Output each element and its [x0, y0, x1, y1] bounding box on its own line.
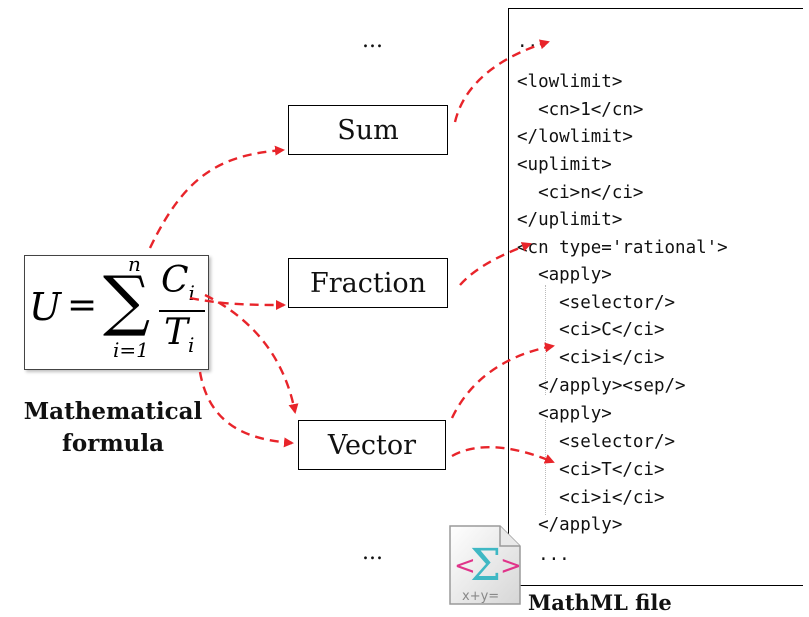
formula-equals: =	[67, 285, 98, 326]
ellipsis-bottom: ...	[362, 540, 383, 565]
fraction-node: Fraction	[288, 258, 448, 308]
formula-numerator: Ci	[161, 260, 195, 305]
icon-sigma: Σ	[470, 540, 501, 591]
mathml-line: <ci>n</ci>	[517, 183, 644, 203]
numerator-sub: i	[188, 281, 195, 306]
vector-node: Vector	[298, 420, 446, 470]
mathml-line: </apply>	[517, 515, 623, 535]
arrow-vector-to-ci-c	[450, 342, 555, 419]
formula-caption: Mathematical formula	[8, 396, 218, 460]
formula-lower-limit: i=1	[113, 338, 149, 362]
mathml-line: <ci>T</ci>	[517, 460, 665, 480]
denominator-sub: i	[188, 333, 195, 358]
indent-guide	[545, 420, 546, 515]
mathml-line: <selector/>	[517, 432, 676, 452]
formula-caption-line1: Mathematical	[23, 398, 203, 425]
denominator-var: T	[164, 312, 189, 353]
mathml-line: <ci>C</ci>	[517, 320, 665, 340]
formula-box: U = n ∑ i=1 Ci Ti	[24, 252, 209, 370]
mathml-line: <lowlimit>	[517, 72, 623, 92]
indent-guide	[545, 285, 546, 395]
arrow-formula-to-vector-a	[204, 293, 299, 414]
icon-text: x+y=	[462, 589, 499, 604]
mathml-line: </uplimit>	[517, 210, 623, 230]
arrow-formula-to-sum	[148, 145, 285, 249]
formula-caption-line2: formula	[61, 430, 165, 457]
sum-node: Sum	[288, 105, 448, 155]
numerator-var: C	[161, 260, 189, 301]
mathml-file-icon: < Σ > x+y=	[449, 525, 522, 605]
mathml-line: <ci>i</ci>	[517, 348, 665, 368]
mathml-line: ...	[517, 545, 570, 565]
mathml-line: <uplimit>	[517, 155, 612, 175]
formula-lhs: U	[29, 285, 62, 329]
mathml-line: <cn>1</cn>	[517, 100, 644, 120]
mathml-panel	[508, 8, 803, 586]
arrow-sum-to-mathml	[453, 39, 550, 123]
mathml-line: <apply>	[517, 404, 612, 424]
formula-upper-limit: n	[128, 252, 141, 276]
sigma-symbol: ∑	[103, 262, 151, 339]
ellipsis-top: ...	[362, 28, 383, 53]
icon-angle-left: <	[454, 551, 476, 581]
icon-angle-right: >	[500, 551, 522, 581]
mathml-line: <ci>i</ci>	[517, 488, 665, 508]
mathml-line: </apply><sep/>	[517, 376, 686, 396]
mathml-line: <selector/>	[517, 293, 676, 313]
arrow-formula-to-vector-b	[198, 371, 294, 448]
mathml-file-caption: MathML file	[528, 590, 672, 615]
arrow-formula-to-fraction	[189, 296, 286, 310]
fraction-bar	[159, 310, 205, 312]
arrow-fraction-to-mathml	[459, 242, 532, 286]
mathml-line: </lowlimit>	[517, 127, 633, 147]
arrow-vector-to-ci-t	[451, 446, 555, 464]
formula-denominator: Ti	[164, 312, 194, 357]
mathml-line: <apply>	[517, 265, 612, 285]
